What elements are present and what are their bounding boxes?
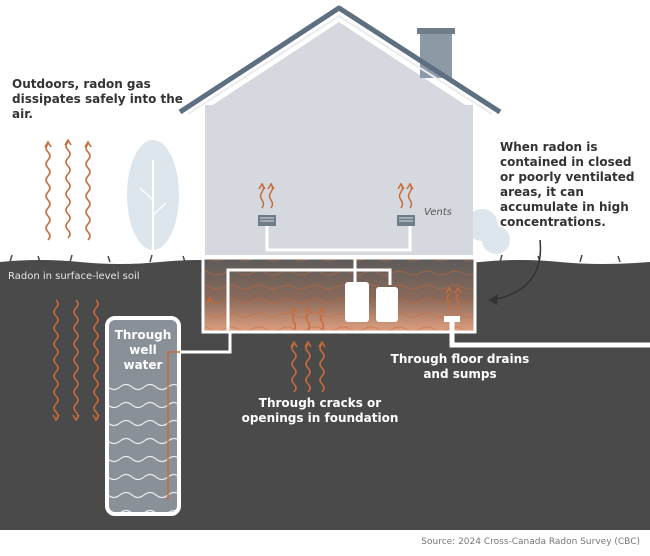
radon-drain-2-head xyxy=(454,286,462,294)
label-outdoors: Outdoors, radon gas dissipates safely in… xyxy=(12,77,183,121)
radon-crack-1-head xyxy=(290,340,298,348)
radon-soil-1 xyxy=(53,299,59,421)
radon-soil-3 xyxy=(93,299,99,421)
radon-soil-2-head xyxy=(72,414,80,422)
radon-crack-2-head xyxy=(304,340,312,348)
bush xyxy=(466,209,510,254)
radon-crack-4 xyxy=(291,313,297,331)
radon-soil-2 xyxy=(73,299,79,421)
radon-outdoor-2 xyxy=(65,141,71,239)
radon-vent-4 xyxy=(407,183,413,209)
radon-wall-1-head xyxy=(206,296,214,304)
radon-crack-6 xyxy=(319,313,325,331)
radon-crack-3-head xyxy=(318,340,326,348)
radon-soil-3-head xyxy=(92,414,100,422)
roof xyxy=(178,5,502,115)
grass xyxy=(9,254,621,263)
radon-crack-3 xyxy=(319,343,325,393)
radon-drain-1-head xyxy=(445,286,453,294)
label-vents: Vents xyxy=(424,207,452,218)
radon-soil-1-head xyxy=(52,414,60,422)
radon-outdoor-1 xyxy=(45,143,51,241)
radon-outdoor-3-head xyxy=(84,140,92,148)
radon-outdoor-2-head xyxy=(64,138,72,146)
radon-vent-2 xyxy=(268,183,274,209)
water-heater xyxy=(345,282,369,322)
radon-drain-1 xyxy=(446,293,452,311)
label-well-water: Through well water xyxy=(114,328,172,372)
label-cracks: Through cracks or openings in foundation xyxy=(241,396,399,425)
house xyxy=(178,5,502,255)
radon-crack-6-head xyxy=(318,306,326,314)
radon-crack-1 xyxy=(291,343,297,393)
pointer-arrowhead xyxy=(488,294,498,305)
radon-crack-5-head xyxy=(304,306,312,314)
radon-drain-2 xyxy=(455,293,461,311)
radon-vent-3-head xyxy=(397,182,405,190)
radon-vent-1 xyxy=(259,183,265,209)
label-contained: When radon is contained in closed or poo… xyxy=(500,140,635,229)
radon-crack-4-head xyxy=(290,306,298,314)
label-drains: Through floor drains and sumps xyxy=(390,352,530,381)
source-credit: Source: 2024 Cross-Canada Radon Survey (… xyxy=(421,537,640,547)
radon-crack-5 xyxy=(305,313,311,331)
radon-vent-2-head xyxy=(267,182,275,190)
well xyxy=(105,316,181,516)
radon-outdoor-3 xyxy=(85,143,91,241)
pointer-arrow xyxy=(491,239,542,301)
radon-crack-2 xyxy=(305,343,311,393)
label-soil: Radon in surface-level soil xyxy=(8,271,140,282)
radon-outdoor-1-head xyxy=(44,140,52,148)
furnace xyxy=(376,287,398,322)
radon-vent-4-head xyxy=(406,182,414,190)
radon-wisps xyxy=(44,138,462,422)
basement xyxy=(180,255,650,354)
tree xyxy=(127,140,179,252)
radon-vent-3 xyxy=(398,183,404,209)
radon-vent-1-head xyxy=(258,182,266,190)
